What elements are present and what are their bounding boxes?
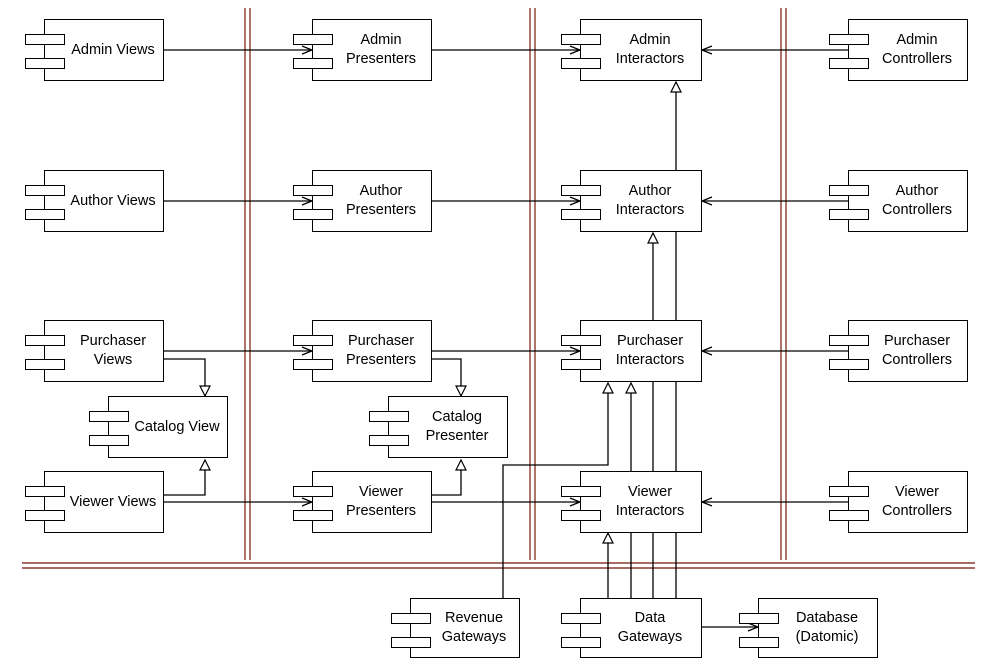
component-label: Purchaser Controllers bbox=[881, 333, 953, 368]
component-icon bbox=[561, 510, 601, 521]
component-author-interactors[interactable]: Author Interactors bbox=[561, 170, 702, 232]
component-icon bbox=[25, 486, 65, 497]
component-icon bbox=[293, 185, 333, 196]
component-icon bbox=[561, 359, 601, 370]
component-label: Author Views bbox=[70, 192, 156, 209]
component-viewer-interactors[interactable]: Viewer Interactors bbox=[561, 471, 702, 533]
component-label: Author Controllers bbox=[881, 183, 953, 218]
component-author-views[interactable]: Author Views bbox=[25, 170, 164, 232]
component-icon bbox=[25, 34, 65, 45]
component-label: Viewer Interactors bbox=[615, 484, 685, 519]
component-label: Admin Presenters bbox=[345, 32, 417, 67]
component-label: Author Presenters bbox=[345, 183, 417, 218]
component-label: Viewer Views bbox=[69, 493, 157, 510]
component-icon bbox=[25, 58, 65, 69]
component-purchaser-controllers[interactable]: Purchaser Controllers bbox=[829, 320, 968, 382]
component-icon bbox=[25, 359, 65, 370]
component-icon bbox=[293, 335, 333, 346]
component-purchaser-views[interactable]: Purchaser Views bbox=[25, 320, 164, 382]
component-icon bbox=[293, 510, 333, 521]
component-viewer-views[interactable]: Viewer Views bbox=[25, 471, 164, 533]
component-icon bbox=[739, 613, 779, 624]
component-icon bbox=[561, 637, 601, 648]
component-label: Purchaser Interactors bbox=[615, 333, 685, 368]
arrow-purchaser-presenters-catalog bbox=[432, 358, 461, 396]
component-icon bbox=[25, 335, 65, 346]
component-viewer-controllers[interactable]: Viewer Controllers bbox=[829, 471, 968, 533]
boundaries bbox=[22, 8, 975, 569]
component-icon bbox=[369, 411, 409, 422]
component-icon bbox=[561, 335, 601, 346]
component-label: Viewer Controllers bbox=[881, 484, 953, 519]
component-icon bbox=[293, 34, 333, 45]
arrow-purchaser-views-catalog bbox=[164, 358, 205, 396]
component-icon bbox=[293, 359, 333, 370]
arrow-viewer-views-catalog bbox=[164, 460, 205, 496]
component-admin-views[interactable]: Admin Views bbox=[25, 19, 164, 81]
component-icon bbox=[293, 58, 333, 69]
component-icon bbox=[561, 209, 601, 220]
component-purchaser-interactors[interactable]: Purchaser Interactors bbox=[561, 320, 702, 382]
component-label: Revenue Gateways bbox=[441, 610, 507, 645]
component-icon bbox=[89, 411, 129, 422]
component-icon bbox=[829, 34, 869, 45]
component-icon bbox=[829, 209, 869, 220]
component-icon bbox=[391, 637, 431, 648]
component-icon bbox=[25, 185, 65, 196]
component-catalog-presenter[interactable]: Catalog Presenter bbox=[369, 396, 508, 458]
component-icon bbox=[561, 613, 601, 624]
arrow-viewer-presenters-catalog bbox=[432, 460, 461, 496]
component-label: Purchaser Views bbox=[79, 333, 147, 368]
component-label: Admin Controllers bbox=[881, 32, 953, 67]
connectors bbox=[164, 50, 848, 627]
component-label: Database (Datomic) bbox=[795, 610, 859, 645]
component-icon bbox=[829, 58, 869, 69]
component-data-gateways[interactable]: Data Gateways bbox=[561, 598, 702, 658]
component-icon bbox=[25, 510, 65, 521]
component-label: Data Gateways bbox=[617, 610, 683, 645]
component-icon bbox=[391, 613, 431, 624]
component-admin-interactors[interactable]: Admin Interactors bbox=[561, 19, 702, 81]
component-author-controllers[interactable]: Author Controllers bbox=[829, 170, 968, 232]
component-icon bbox=[369, 435, 409, 446]
component-author-presenters[interactable]: Author Presenters bbox=[293, 170, 432, 232]
component-admin-controllers[interactable]: Admin Controllers bbox=[829, 19, 968, 81]
component-icon bbox=[829, 185, 869, 196]
component-database[interactable]: Database (Datomic) bbox=[739, 598, 878, 658]
component-icon bbox=[293, 209, 333, 220]
component-icon bbox=[561, 185, 601, 196]
component-label: Admin Views bbox=[71, 41, 155, 58]
component-label: Author Interactors bbox=[615, 183, 685, 218]
component-icon bbox=[739, 637, 779, 648]
component-purchaser-presenters[interactable]: Purchaser Presenters bbox=[293, 320, 432, 382]
component-icon bbox=[561, 34, 601, 45]
component-icon bbox=[829, 359, 869, 370]
component-icon bbox=[89, 435, 129, 446]
component-label: Purchaser Presenters bbox=[345, 333, 417, 368]
component-label: Catalog Presenter bbox=[425, 409, 489, 444]
arrow-revenue-gateways-purchaser bbox=[502, 383, 608, 599]
component-icon bbox=[829, 335, 869, 346]
component-label: Admin Interactors bbox=[615, 32, 685, 67]
component-icon bbox=[829, 486, 869, 497]
component-icon bbox=[829, 510, 869, 521]
component-catalog-view[interactable]: Catalog View bbox=[89, 396, 228, 458]
component-label: Viewer Presenters bbox=[345, 484, 417, 519]
component-admin-presenters[interactable]: Admin Presenters bbox=[293, 19, 432, 81]
component-icon bbox=[561, 58, 601, 69]
component-icon bbox=[561, 486, 601, 497]
component-label: Catalog View bbox=[134, 418, 220, 435]
component-revenue-gateways[interactable]: Revenue Gateways bbox=[391, 598, 520, 658]
component-viewer-presenters[interactable]: Viewer Presenters bbox=[293, 471, 432, 533]
component-icon bbox=[293, 486, 333, 497]
component-icon bbox=[25, 209, 65, 220]
